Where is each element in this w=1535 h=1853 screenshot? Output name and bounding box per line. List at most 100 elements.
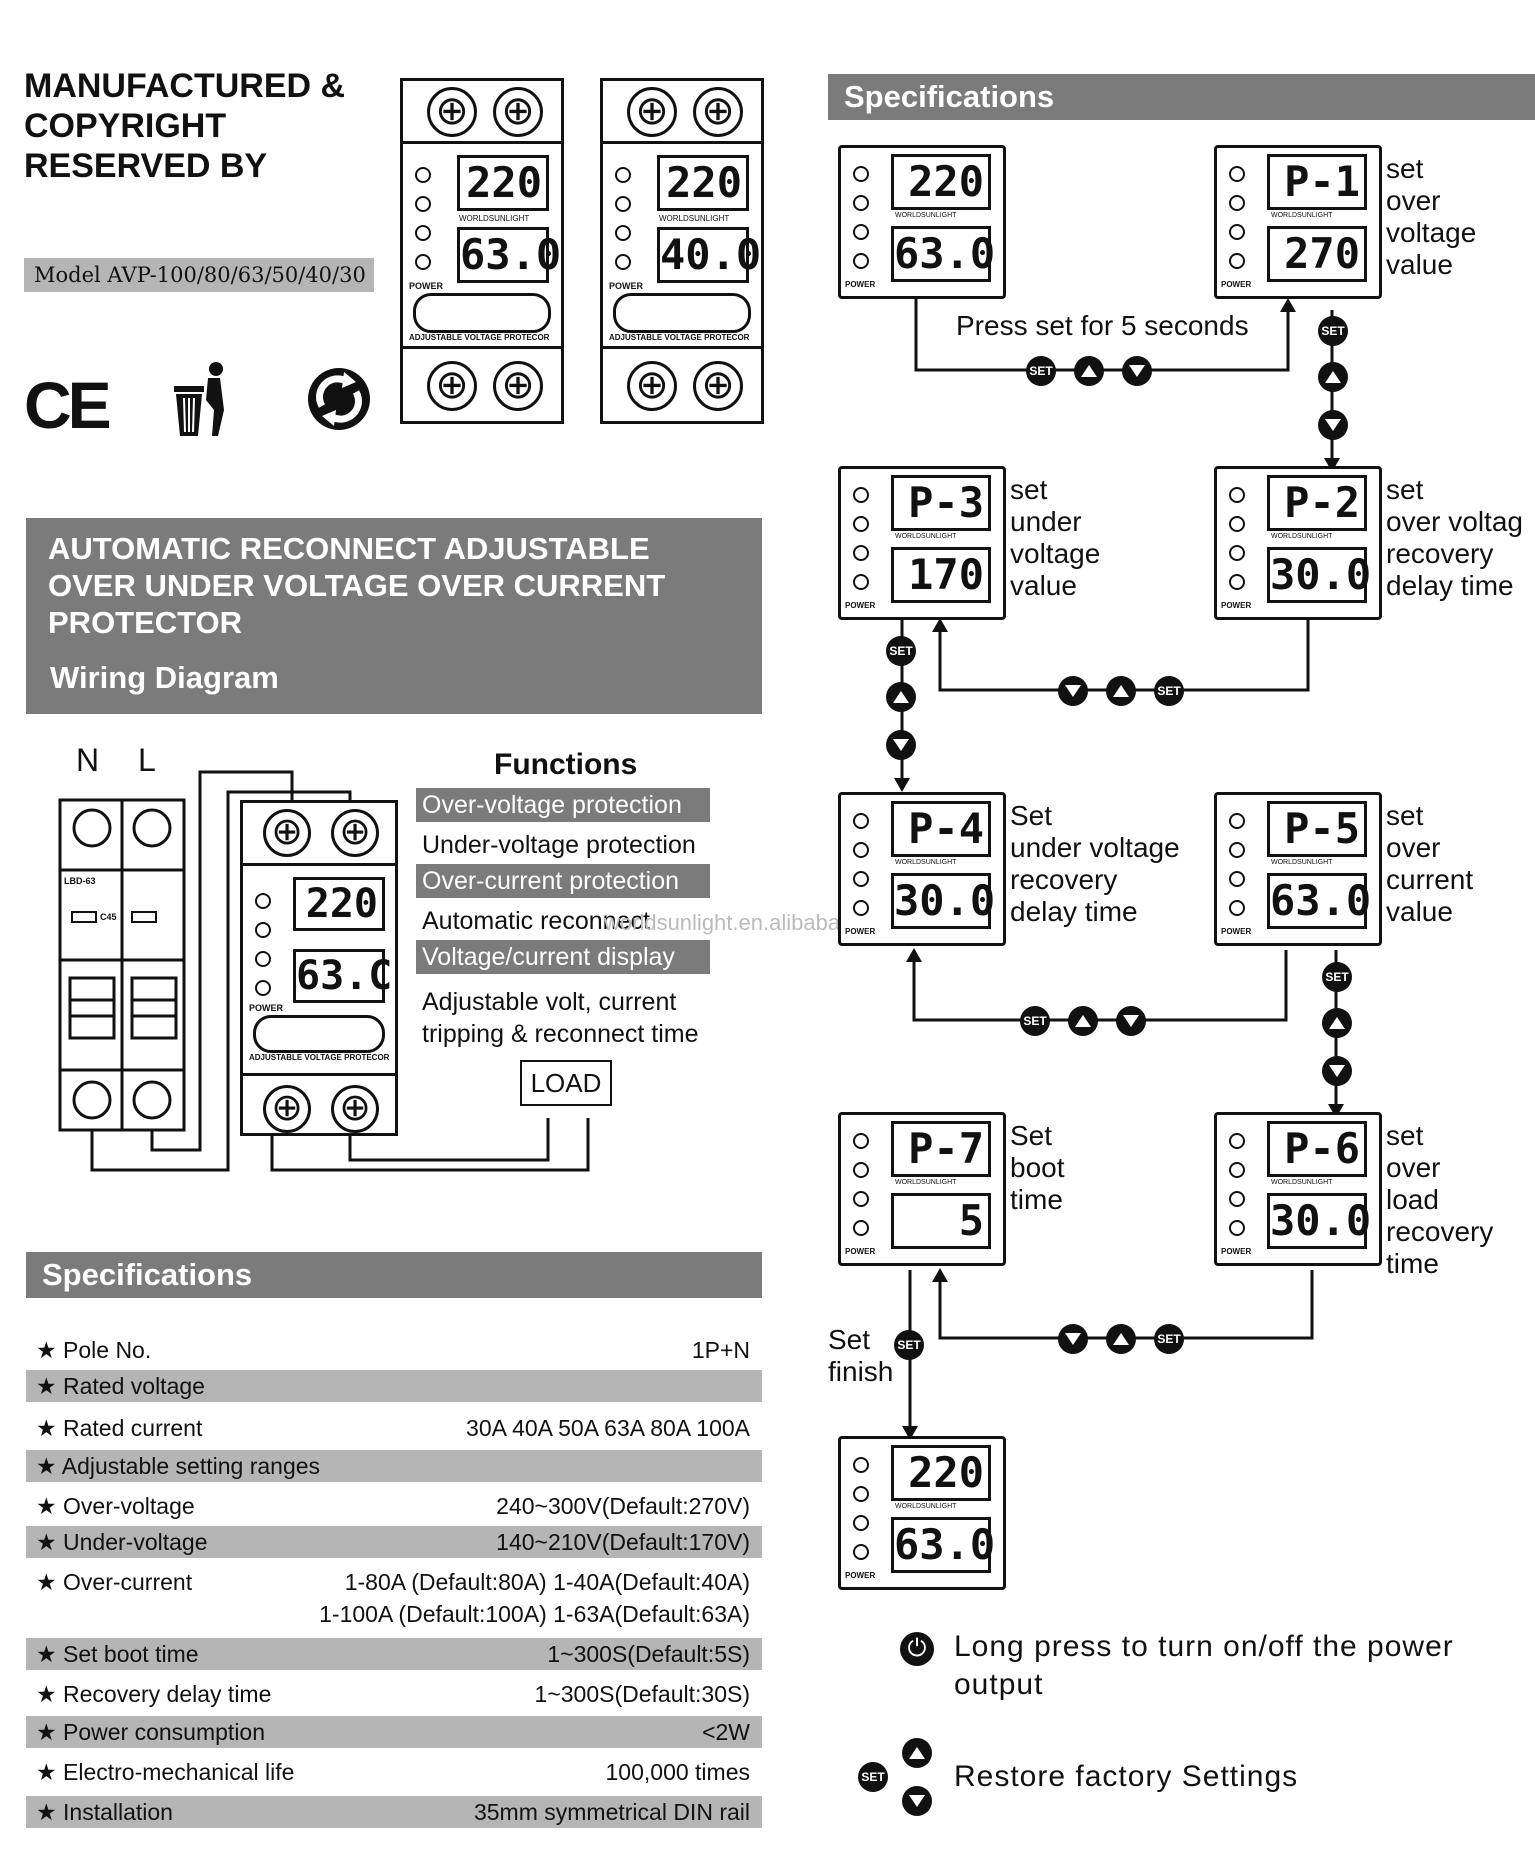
brand-label: WORLDSUNLIGHT (459, 214, 530, 223)
flow-step-device-p1: P-1 WORLDSUNLIGHT 270 POWER (1214, 145, 1382, 299)
set-button: SET (1154, 1324, 1184, 1354)
step-bottom-display: 63.0 (891, 1517, 995, 1573)
flow-step-label-line: delay time (1010, 896, 1138, 927)
status-leds (853, 1457, 869, 1573)
weee-bin-icon (174, 362, 224, 436)
step-top-display: P-1 (1267, 154, 1367, 210)
spec-value: <2W (702, 1719, 750, 1745)
spec-row: ★ Adjustable setting ranges (26, 1450, 762, 1482)
flow-step-device-home: 220 WORLDSUNLIGHT 63.0 POWER (838, 145, 1006, 299)
device-name-label: ADJUSTABLE VOLTAGE PROTECOR (249, 1053, 390, 1062)
spec-value: 1-80A (Default:80A) 1-40A(Default:40A) (344, 1569, 750, 1595)
power-legend-line-2: output (954, 1668, 1044, 1701)
manufacturer-line-1: MANUFACTURED & (24, 67, 346, 105)
power-label: POWER (1221, 601, 1252, 610)
status-leds (853, 813, 869, 929)
brand-label: WORLDSUNLIGHT (659, 214, 730, 223)
power-label: POWER (1221, 1247, 1252, 1256)
voltage-display: 220 (457, 155, 549, 211)
set-label: SET (897, 1338, 921, 1352)
up-button (1106, 676, 1136, 706)
specifications-title: Specifications (26, 1252, 762, 1298)
terminal-screw-icon: ⊕ (693, 87, 743, 137)
spec-key: Set boot time (63, 1641, 199, 1667)
status-leds (1229, 487, 1245, 603)
power-legend: Long press to turn on/off the power outp… (954, 1628, 1454, 1704)
flow-step-label-line: value (1386, 896, 1453, 927)
flow-step-label-line: set (1386, 800, 1424, 831)
current-display: 63.C (293, 949, 392, 1003)
spec-value: 1~300S(Default:30S) (534, 1681, 750, 1707)
down-button (1122, 356, 1152, 386)
set-finish-line-1: Set (828, 1324, 871, 1355)
wiring-device: ⊕ ⊕ 220 63.C POWER ADJUSTABLE VOLTAGE PR… (240, 800, 398, 1136)
manufacturer-line-3: RESERVED BY (24, 147, 268, 185)
set-label: SET (1157, 684, 1181, 698)
terminal-screw-icon: ⊕ (493, 361, 543, 411)
flow-step-label-line: boot (1010, 1152, 1065, 1183)
flow-step-label-line: recovery (1386, 1216, 1494, 1247)
down-button (1322, 1056, 1352, 1086)
terminal-screw-icon: ⊕ (331, 809, 379, 857)
power-label: POWER (845, 280, 876, 289)
restore-legend: Restore factory Settings (954, 1760, 1299, 1793)
set-finish-line-2: finish (828, 1356, 894, 1387)
flow-step-label-line: under (1010, 506, 1082, 537)
up-button (1068, 1006, 1098, 1036)
set-button: SET (858, 1762, 888, 1792)
current-display: 40.0 (657, 227, 761, 283)
status-leds (1229, 813, 1245, 929)
button-panel (413, 293, 551, 333)
flow-step-device-p5: P-5 WORLDSUNLIGHT 63.0 POWER (1214, 792, 1382, 946)
flow-step-label-line: voltage (1010, 538, 1101, 569)
power-legend-line-1: Long press to turn on/off the power (954, 1630, 1454, 1663)
status-leds (853, 166, 869, 282)
function-item: Over-voltage protection (416, 788, 710, 822)
spec-row: ★ Power consumption<2W (26, 1716, 762, 1748)
set-label: SET (1157, 1332, 1181, 1346)
terminal-screw-icon: ⊕ (427, 361, 477, 411)
status-leds (615, 167, 631, 283)
set-label: SET (861, 1770, 885, 1784)
terminal-screw-icon: ⊕ (693, 361, 743, 411)
spec-key: Electro-mechanical life (63, 1759, 295, 1785)
flow-step-device-p4: P-4 WORLDSUNLIGHT 30.0 POWER (838, 792, 1006, 946)
step-bottom-display: 5 (891, 1193, 991, 1249)
flow-step-label-line: Set (1010, 1120, 1053, 1151)
flow-step-device-p6: P-6 WORLDSUNLIGHT 30.0 POWER (1214, 1112, 1382, 1266)
voltage-display: 220 (293, 877, 385, 931)
function-item: Under-voltage protection (422, 831, 696, 859)
up-button (1074, 356, 1104, 386)
product-banner: AUTOMATIC RECONNECT ADJUSTABLE OVER UNDE… (26, 518, 762, 714)
flow-step-label-line: load (1386, 1184, 1439, 1215)
flow-step-label-line: voltage (1386, 217, 1477, 248)
power-label: POWER (845, 1571, 876, 1580)
function-extra: Adjustable volt, current tripping & reco… (422, 986, 699, 1050)
terminal-screw-icon: ⊕ (627, 361, 677, 411)
up-button (886, 682, 916, 712)
flow-step-label-line: value (1386, 249, 1453, 280)
set-button: SET (886, 636, 916, 666)
terminal-screw-icon: ⊕ (263, 1085, 311, 1133)
spec-row: 1-100A (Default:100A) 1-63A(Default:63A) (26, 1598, 762, 1630)
flow-step-label-line: recovery (1386, 538, 1494, 569)
up-button (1318, 362, 1348, 392)
brand-label: WORLDSUNLIGHT (1271, 1179, 1333, 1186)
function-item: Automatic reconnect (422, 907, 650, 935)
flow-step-label-line: over voltag (1386, 506, 1523, 537)
flow-step-label-line: over (1386, 1152, 1441, 1183)
power-label: POWER (845, 1247, 876, 1256)
flow-step-device-p2: P-2 WORLDSUNLIGHT 30.0 POWER (1214, 466, 1382, 620)
set-label: SET (1029, 364, 1053, 378)
set-button: SET (1322, 962, 1352, 992)
brand-label: WORLDSUNLIGHT (1271, 212, 1333, 219)
down-button (902, 1786, 932, 1816)
set-label: SET (1325, 970, 1349, 984)
power-label: POWER (1221, 280, 1252, 289)
status-leds (853, 487, 869, 603)
spec-key: Pole No. (63, 1337, 152, 1363)
